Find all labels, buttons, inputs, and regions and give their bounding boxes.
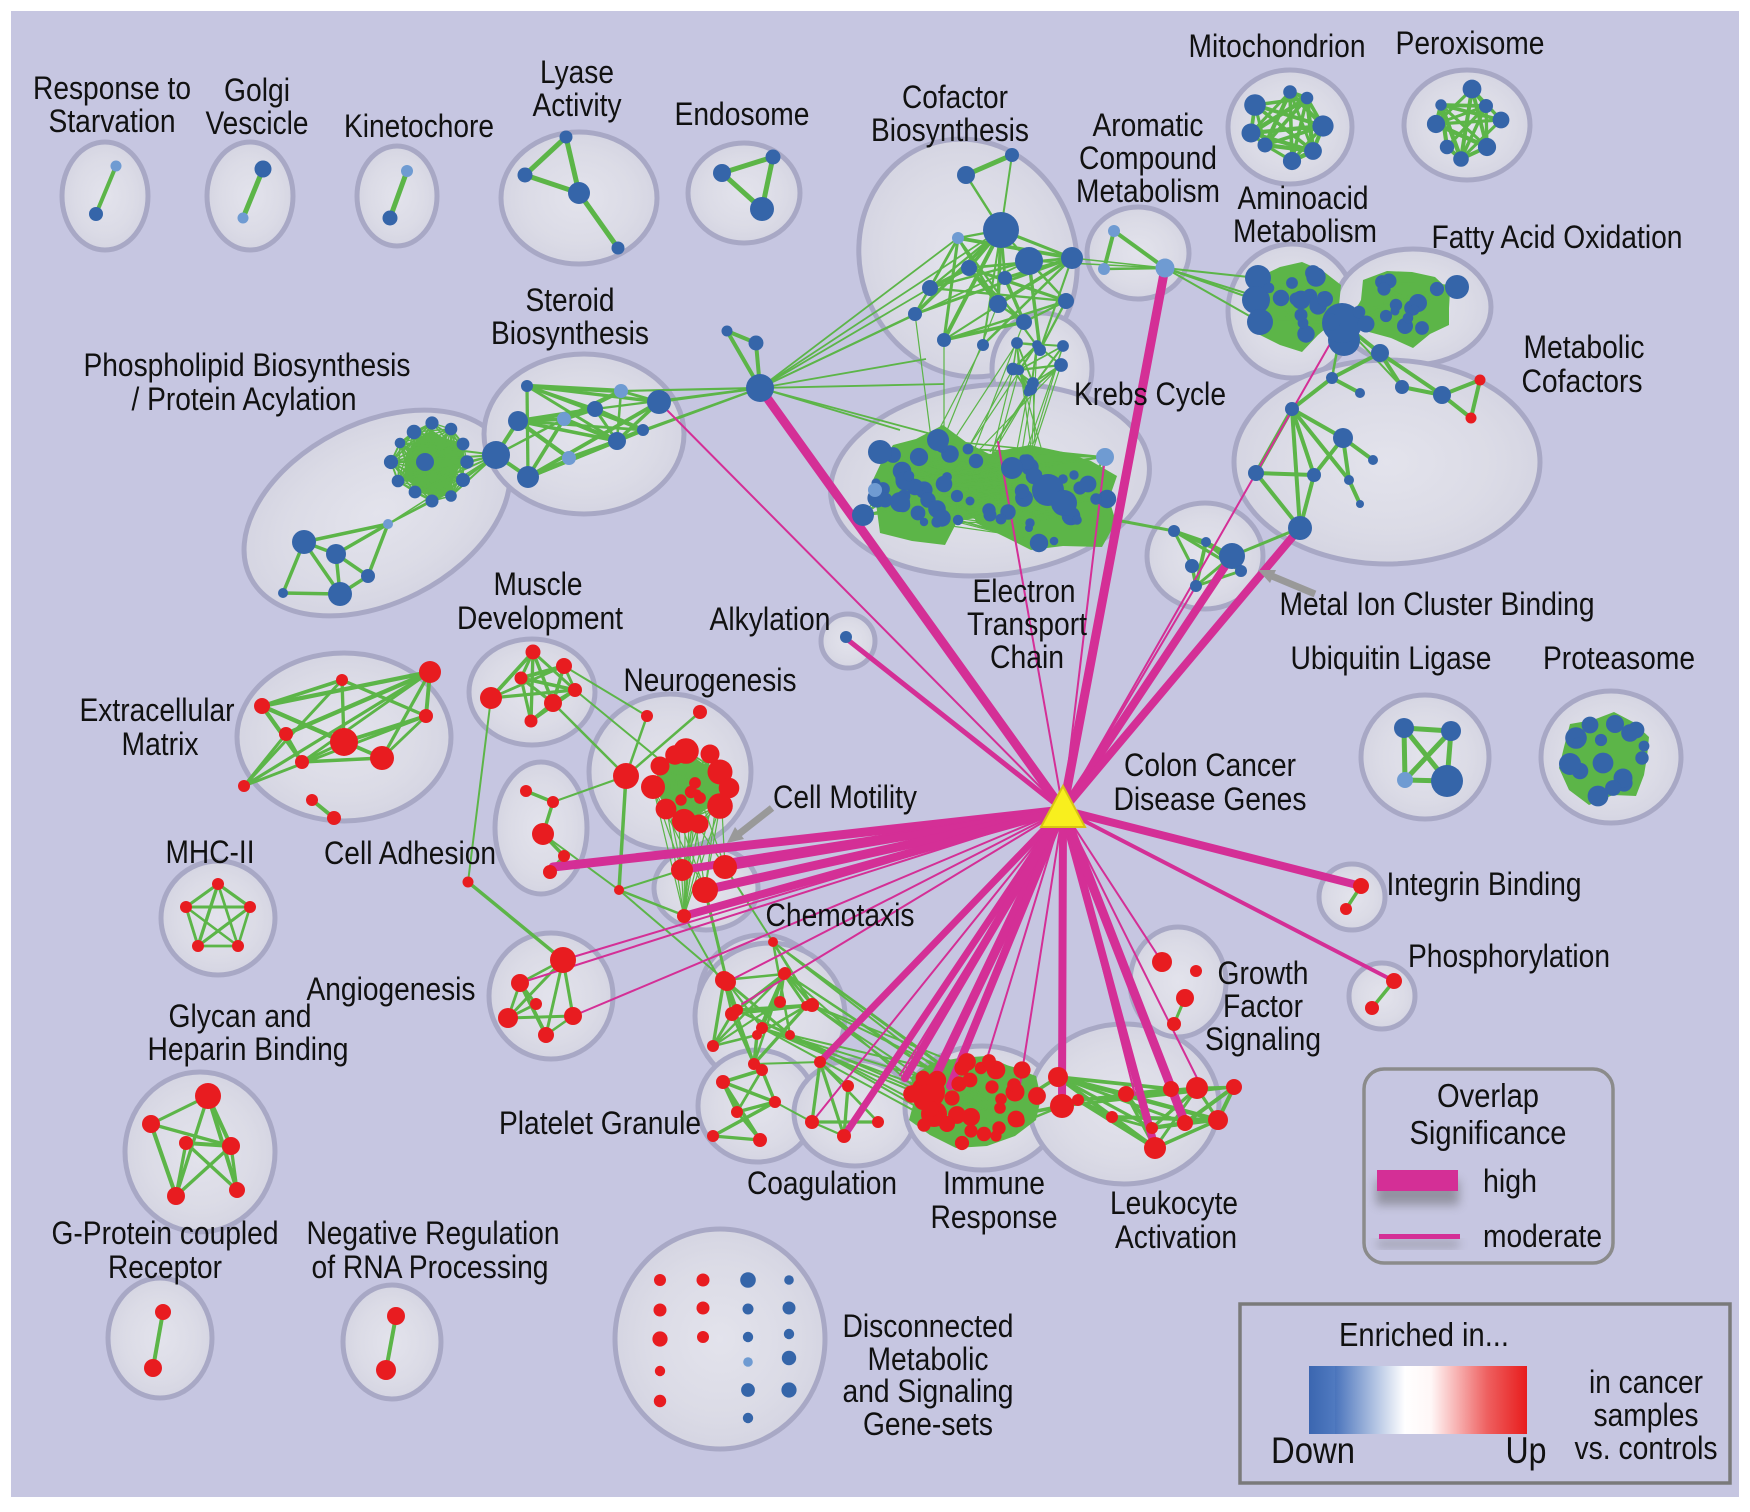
svg-text:Matrix: Matrix xyxy=(122,726,199,762)
svg-text:in cancer: in cancer xyxy=(1589,1364,1703,1400)
svg-text:Metabolic: Metabolic xyxy=(868,1341,989,1377)
svg-text:Steroid: Steroid xyxy=(526,282,615,318)
svg-text:Growth: Growth xyxy=(1218,955,1309,991)
svg-text:Compound: Compound xyxy=(1079,140,1217,176)
svg-text:Biosynthesis: Biosynthesis xyxy=(871,112,1029,148)
svg-text:Krebs Cycle: Krebs Cycle xyxy=(1074,376,1226,412)
svg-text:Phospholipid Biosynthesis: Phospholipid Biosynthesis xyxy=(84,347,411,383)
svg-text:Alkylation: Alkylation xyxy=(710,601,831,637)
svg-text:Disconnected: Disconnected xyxy=(843,1308,1014,1344)
svg-text:and Signaling: and Signaling xyxy=(843,1373,1014,1409)
svg-text:Chemotaxis: Chemotaxis xyxy=(766,897,915,933)
svg-text:Response to: Response to xyxy=(33,70,191,106)
svg-text:Proteasome: Proteasome xyxy=(1543,640,1695,676)
svg-text:Muscle: Muscle xyxy=(494,566,583,602)
svg-text:Neurogenesis: Neurogenesis xyxy=(624,662,797,698)
svg-text:Angiogenesis: Angiogenesis xyxy=(307,971,476,1007)
svg-text:Signaling: Signaling xyxy=(1205,1021,1321,1057)
svg-text:Factor: Factor xyxy=(1223,988,1303,1024)
svg-text:Biosynthesis: Biosynthesis xyxy=(491,315,649,351)
svg-text:MHC-II: MHC-II xyxy=(166,834,255,870)
svg-text:Endosome: Endosome xyxy=(675,96,810,132)
svg-text:Integrin Binding: Integrin Binding xyxy=(1387,866,1582,902)
svg-text:Golgi: Golgi xyxy=(224,72,290,108)
svg-text:high: high xyxy=(1483,1163,1537,1199)
svg-text:Immune: Immune xyxy=(943,1165,1045,1201)
svg-text:Down: Down xyxy=(1271,1430,1355,1471)
svg-text:Glycan and: Glycan and xyxy=(169,998,312,1034)
svg-text:Gene-sets: Gene-sets xyxy=(863,1406,993,1442)
svg-text:Up: Up xyxy=(1506,1430,1547,1471)
svg-text:Fatty Acid Oxidation: Fatty Acid Oxidation xyxy=(1432,219,1683,255)
svg-text:Metal Ion Cluster Binding: Metal Ion Cluster Binding xyxy=(1280,586,1595,622)
svg-text:Significance: Significance xyxy=(1410,1114,1567,1151)
svg-text:samples: samples xyxy=(1594,1397,1699,1433)
svg-text:Transport: Transport xyxy=(967,606,1087,642)
svg-text:moderate: moderate xyxy=(1483,1218,1602,1254)
svg-text:Vescicle: Vescicle xyxy=(206,105,309,141)
svg-text:Overlap: Overlap xyxy=(1437,1077,1539,1114)
svg-text:Cell Adhesion: Cell Adhesion xyxy=(324,835,496,871)
svg-text:Phosphorylation: Phosphorylation xyxy=(1408,938,1610,974)
svg-text:Starvation: Starvation xyxy=(49,103,176,139)
svg-text:Response: Response xyxy=(931,1199,1058,1235)
svg-text:Activation: Activation xyxy=(1115,1219,1237,1255)
svg-text:Electron: Electron xyxy=(973,573,1076,609)
svg-text:Cofactor: Cofactor xyxy=(902,79,1008,115)
svg-text:Metabolism: Metabolism xyxy=(1076,173,1220,209)
svg-text:Peroxisome: Peroxisome xyxy=(1396,25,1545,61)
svg-text:vs. controls: vs. controls xyxy=(1575,1430,1718,1466)
svg-text:Chain: Chain xyxy=(990,639,1064,675)
svg-text:Development: Development xyxy=(457,600,623,636)
svg-text:Metabolic: Metabolic xyxy=(1524,329,1645,365)
svg-text:Mitochondrion: Mitochondrion xyxy=(1189,28,1366,64)
svg-text:Aromatic: Aromatic xyxy=(1093,107,1204,143)
svg-text:Leukocyte: Leukocyte xyxy=(1110,1185,1238,1221)
svg-text:Activity: Activity xyxy=(533,87,622,123)
svg-text:of RNA Processing: of RNA Processing xyxy=(312,1249,549,1285)
svg-text:/ Protein Acylation: / Protein Acylation xyxy=(132,381,357,417)
svg-text:Metabolism: Metabolism xyxy=(1233,213,1377,249)
svg-text:Colon Cancer: Colon Cancer xyxy=(1124,747,1296,783)
svg-text:Aminoacid: Aminoacid xyxy=(1238,180,1369,216)
svg-text:Ubiquitin Ligase: Ubiquitin Ligase xyxy=(1291,640,1492,676)
svg-text:G-Protein coupled: G-Protein coupled xyxy=(52,1215,279,1251)
svg-text:Negative Regulation: Negative Regulation xyxy=(307,1215,560,1251)
svg-text:Heparin Binding: Heparin Binding xyxy=(148,1031,349,1067)
svg-text:Cofactors: Cofactors xyxy=(1522,363,1643,399)
svg-text:Coagulation: Coagulation xyxy=(747,1165,897,1201)
svg-text:Extracellular: Extracellular xyxy=(80,692,235,728)
svg-text:Kinetochore: Kinetochore xyxy=(344,108,494,144)
svg-text:Receptor: Receptor xyxy=(108,1249,222,1285)
svg-text:Enriched in...: Enriched in... xyxy=(1339,1316,1509,1353)
svg-text:Platelet Granule: Platelet Granule xyxy=(499,1105,701,1141)
svg-text:Disease Genes: Disease Genes xyxy=(1114,781,1307,817)
svg-text:Cell Motility: Cell Motility xyxy=(773,779,917,815)
svg-text:Lyase: Lyase xyxy=(540,54,614,90)
